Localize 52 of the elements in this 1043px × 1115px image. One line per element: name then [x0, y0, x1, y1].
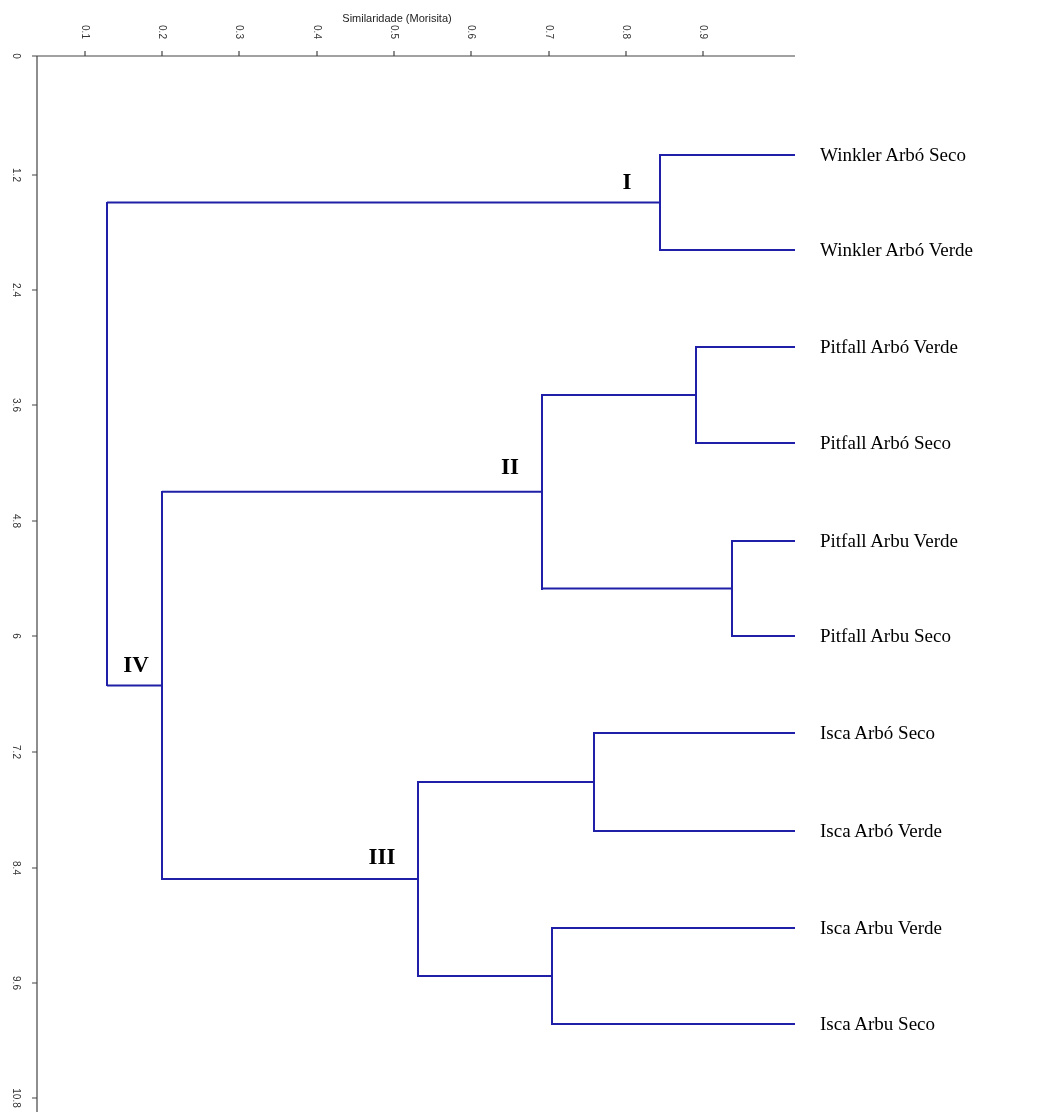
- tick-label: 0.8: [620, 25, 632, 39]
- dendrogram-branch: [551, 927, 796, 929]
- leaf-label: Isca Arbu Verde: [820, 917, 943, 939]
- dendrogram-branch: [695, 442, 796, 444]
- leaf-label: Isca Arbó Verde: [820, 820, 943, 842]
- cluster-label: I: [622, 169, 632, 195]
- tick-label: 0.3: [233, 25, 245, 39]
- tick-label: 2.4: [10, 283, 22, 297]
- tick-label: 0: [10, 53, 22, 59]
- cluster-label: IV: [123, 652, 149, 678]
- dendrogram-branch: [659, 249, 796, 251]
- dendrogram-branch: [551, 1023, 796, 1025]
- tick-label: 7.2: [10, 745, 22, 759]
- tick-label: 4.8: [10, 514, 22, 528]
- leaf-label: Pitfall Arbu Seco: [820, 625, 951, 647]
- dendrogram-branch: [695, 346, 796, 348]
- tick-label: 0.6: [465, 25, 477, 39]
- dendrogram-branch: [161, 490, 543, 493]
- dendrogram-branch: [593, 732, 796, 734]
- dendrogram-branch: [659, 154, 796, 156]
- tick-label: 0.7: [543, 25, 555, 39]
- tick-label: 10.8: [10, 1088, 22, 1108]
- cluster-label: II: [501, 454, 519, 480]
- dendrogram-branch: [106, 684, 163, 687]
- leaf-label: Isca Arbó Seco: [820, 722, 936, 744]
- leaf-label: Winkler Arbó Verde: [820, 239, 973, 261]
- dendrogram-branch: [417, 975, 553, 977]
- tick-label: 0.9: [697, 25, 709, 39]
- tick-label: 6: [10, 633, 22, 639]
- dendrogram-branch: [417, 781, 595, 783]
- tick-label: 0.4: [311, 25, 323, 39]
- cluster-label: III: [368, 844, 396, 870]
- leaf-label: Winkler Arbó Seco: [820, 144, 966, 166]
- dendrogram-branch: [106, 201, 661, 204]
- dendrogram-branch: [161, 878, 419, 880]
- leaf-label: Pitfall Arbu Verde: [820, 530, 958, 552]
- leaf-label: Isca Arbu Seco: [820, 1013, 936, 1035]
- tick-label: 0.2: [156, 25, 168, 39]
- tick-label: 8.4: [10, 861, 22, 875]
- dendrogram-branch: [731, 540, 796, 542]
- dendrogram-branch: [541, 587, 733, 590]
- dendrogram-branch: [731, 635, 796, 637]
- tick-label: 3.6: [10, 398, 22, 412]
- leaf-label: Pitfall Arbó Seco: [820, 432, 951, 454]
- dendrogram-branch: [593, 830, 796, 832]
- tick-label: 0.5: [388, 25, 400, 39]
- tick-label: 1.2: [10, 168, 22, 182]
- axis-title: Similaridade (Morisita): [342, 12, 452, 24]
- tick-label: 9.6: [10, 976, 22, 990]
- leaf-label: Pitfall Arbó Verde: [820, 336, 958, 358]
- dendrogram-branch: [541, 394, 697, 396]
- tick-label: 0.1: [79, 25, 91, 39]
